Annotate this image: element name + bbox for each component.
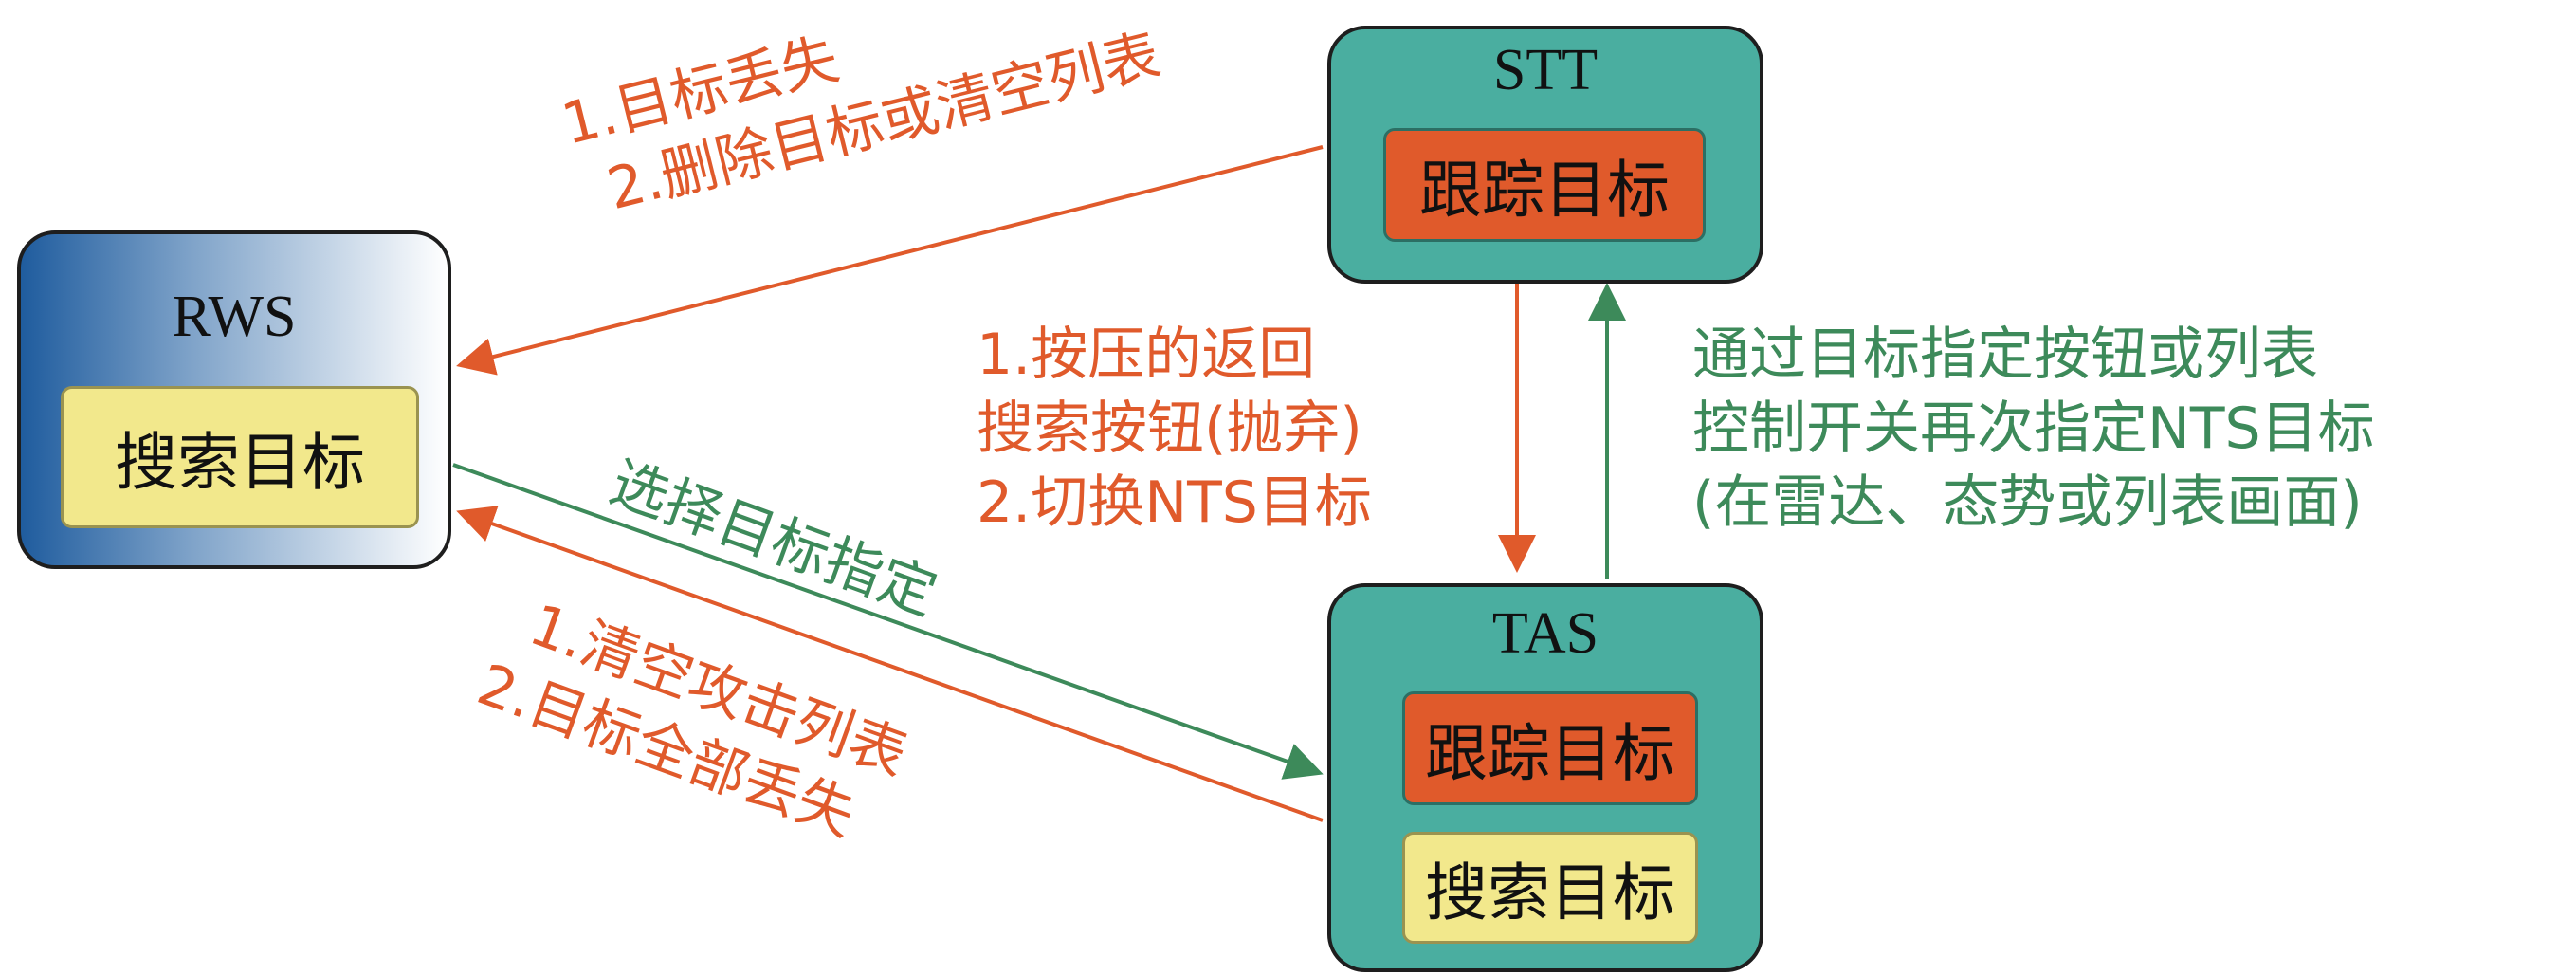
stt-title: STT (1492, 38, 1599, 102)
tas-track-target: 跟踪目标 (1402, 691, 1698, 805)
label-stt-to-tas-line3: 2.切换NTS目标 (977, 469, 1372, 536)
rws-node: RWS 搜索目标 (17, 230, 451, 569)
rws-search-target: 搜索目标 (61, 386, 419, 528)
arrow-tas-to-rws (456, 506, 1324, 822)
rws-title: RWS (172, 285, 297, 349)
label-stt-to-tas-line1: 1.按压的返回 (977, 322, 1316, 388)
tas-search-target: 搜索目标 (1402, 832, 1698, 944)
arrow-stt-to-rws (456, 145, 1324, 376)
stt-track-target: 跟踪目标 (1383, 128, 1706, 242)
label-stt-to-tas: 1.按压的返回 搜索按钮(抛弃) 2.切换NTS目标 (977, 318, 1372, 540)
label-tas-to-stt: 通过目标指定按钮或列表 控制开关再次指定NTS目标 (在雷达、态势或列表画面) (1692, 318, 2375, 540)
label-tas-to-stt-line1: 通过目标指定按钮或列表 (1692, 322, 2318, 388)
label-tas-to-stt-line3: (在雷达、态势或列表画面) (1692, 469, 2363, 536)
tas-node: TAS 跟踪目标 搜索目标 (1327, 583, 1763, 972)
label-tas-to-stt-line2: 控制开关再次指定NTS目标 (1692, 396, 2375, 462)
label-stt-to-tas-line2: 搜索按钮(抛弃) (977, 396, 1362, 462)
tas-title: TAS (1491, 601, 1599, 666)
stt-node: STT 跟踪目标 (1327, 26, 1763, 284)
arrow-rws-to-tas (452, 463, 1324, 780)
